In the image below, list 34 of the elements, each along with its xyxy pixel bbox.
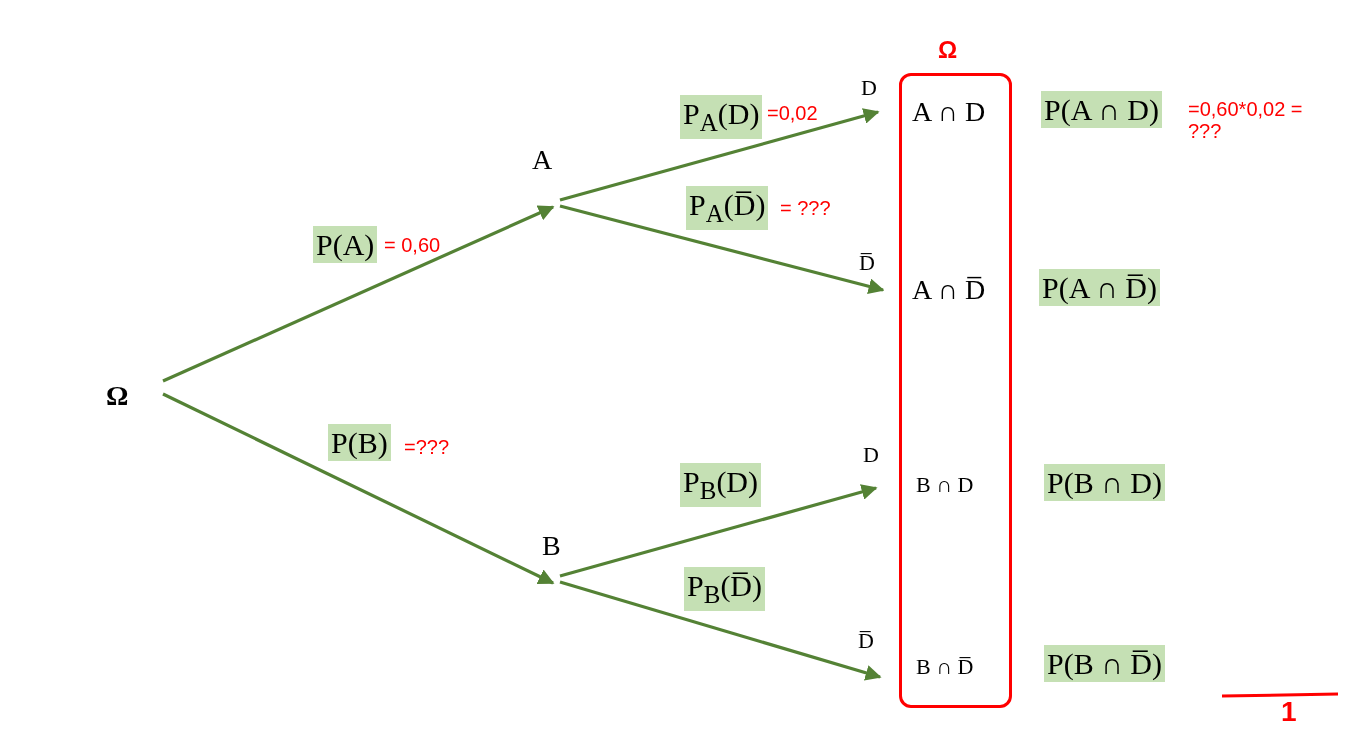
probability-label: P(A) [313,226,378,263]
value-note: =??? [404,436,450,458]
arrow [559,108,880,202]
value-note: 1 [1281,697,1297,728]
probability-label: P$_{A}$(D) [680,95,763,139]
probability-label: P(B ∩ D̅) [1044,645,1165,682]
event-label: D̅ [859,252,875,274]
probability-label: P$_{B}$(D) [680,463,762,507]
probability-label: P(B ∩ D) [1044,464,1165,501]
arrow [162,392,555,585]
value-note: = 0,60 [384,234,441,256]
value-note: =0,60*0,02 = ??? [1188,98,1304,142]
intersection-label: B ∩ D [916,474,974,496]
event-label: D [861,77,877,99]
arrow [559,204,885,295]
event-label: D̅ [858,630,874,652]
probability-label: P$_{B}$(D̅) [684,567,766,611]
intersection-label: A ∩ D̅ [912,276,986,304]
probability-label: P(A ∩ D) [1041,91,1162,128]
event-label: D [863,444,879,466]
event-label: B [542,532,561,560]
frame-heading: Ω [938,38,958,62]
event-label: A [532,146,553,174]
value-note: = ??? [780,197,831,219]
event-label: Ω [106,382,129,410]
probability-label: P(B) [328,424,391,461]
intersection-label: A ∩ D [912,98,986,126]
arrow [559,580,882,681]
value-note: =0,02 [767,102,818,124]
arrow [559,484,878,578]
probability-label: P$_{A}$(D̅) [686,186,769,230]
probability-label: P(A ∩ D̅) [1039,269,1160,306]
arrow [162,205,555,383]
intersection-label: B ∩ D̅ [916,656,974,678]
